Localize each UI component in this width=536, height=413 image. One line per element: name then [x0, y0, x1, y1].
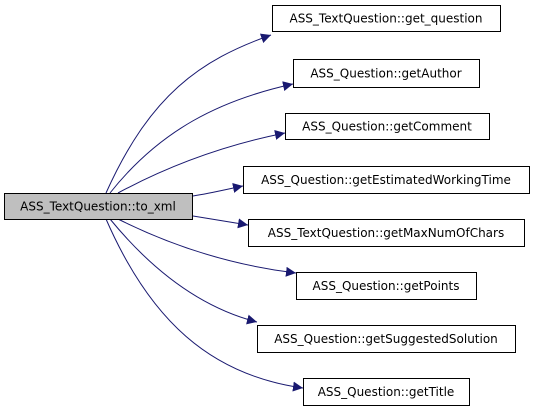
node-box [257, 325, 516, 353]
target-node-get-comment[interactable]: ASS_Question::getComment [285, 113, 490, 140]
target-node-get-estimated-working-time[interactable]: ASS_Question::getEstimatedWorkingTime [243, 166, 530, 194]
target-node-get-question[interactable]: ASS_TextQuestion::get_question [272, 5, 501, 32]
node-box [303, 378, 470, 406]
source-node[interactable]: ASS_TextQuestion::to_xml [4, 193, 193, 220]
node-label: ASS_Question::getTitle [318, 385, 455, 399]
node-box [248, 219, 525, 247]
node-label: ASS_Question::getAuthor [310, 67, 461, 81]
edge-to-get-title [105, 218, 304, 392]
node-box [293, 59, 480, 88]
edge-to-get-estimated-working-time [192, 183, 244, 197]
node-box [272, 5, 501, 32]
target-node-get-author[interactable]: ASS_Question::getAuthor [293, 59, 480, 88]
target-node-get-max-num-of-chars[interactable]: ASS_TextQuestion::getMaxNumOfChars [248, 219, 525, 247]
node-box [243, 166, 530, 194]
target-node-get-title[interactable]: ASS_Question::getTitle [303, 378, 470, 406]
edges [105, 33, 304, 392]
edge-to-get-max-num-of-chars [192, 215, 249, 229]
source-node-box [4, 193, 193, 220]
node-label: ASS_TextQuestion::get_question [289, 12, 482, 26]
edge-to-get-suggested-solution [109, 218, 258, 325]
edge-to-get-author [109, 81, 294, 194]
edge-to-get-comment [117, 130, 286, 194]
node-box [285, 113, 490, 140]
edge-to-get-points [117, 218, 297, 277]
node-label: ASS_TextQuestion::getMaxNumOfChars [268, 226, 504, 240]
node-box [296, 272, 477, 300]
source-node-label: ASS_TextQuestion::to_xml [20, 200, 176, 214]
target-node-get-points[interactable]: ASS_Question::getPoints [296, 272, 477, 300]
node-label: ASS_Question::getPoints [313, 279, 460, 293]
target-node-get-suggested-solution[interactable]: ASS_Question::getSuggestedSolution [257, 325, 516, 353]
node-label: ASS_Question::getSuggestedSolution [274, 332, 498, 346]
node-label: ASS_Question::getComment [302, 120, 472, 134]
node-label: ASS_Question::getEstimatedWorkingTime [261, 173, 511, 187]
edge-to-get-question [105, 33, 272, 194]
